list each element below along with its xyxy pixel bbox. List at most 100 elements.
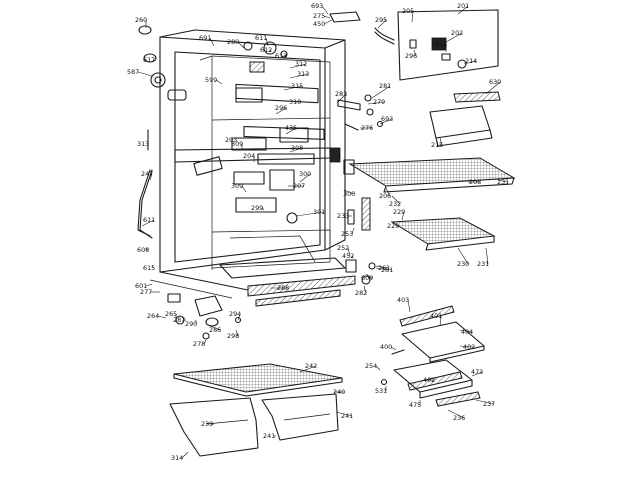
leader-line (321, 5, 329, 15)
bottom-grille (247, 275, 356, 297)
part-number-label: 241 (341, 412, 353, 420)
leader-line (459, 329, 473, 333)
pan-slide (407, 371, 463, 391)
part-number-label: 260 (135, 16, 147, 24)
part-number-label: 279 (373, 98, 385, 106)
part-number-label: 280 (227, 38, 239, 46)
part-number-label: 314 (171, 454, 183, 462)
part-number-label: 240 (333, 388, 345, 396)
part-number-label: 296 (275, 104, 287, 112)
control-box (231, 137, 267, 151)
leader-line (375, 265, 390, 269)
leader-line (351, 255, 354, 259)
pan-rail-top (399, 305, 455, 327)
part-number-label: 309 (231, 182, 243, 190)
leader-line (141, 219, 155, 227)
leader-line (411, 10, 414, 23)
leader-line (235, 329, 239, 337)
bottom-hinge (345, 259, 357, 273)
wire-shelf-2 (390, 217, 496, 245)
crisper-drawer-right (261, 393, 339, 441)
part-number-label: 203 (225, 136, 237, 144)
part-number-label: 601 (135, 282, 147, 290)
leader-line (447, 409, 465, 419)
hinge-shim (361, 197, 371, 231)
part-number-label: 315 (291, 82, 303, 90)
part-number-label: 241 (263, 432, 275, 440)
part-number-label: 312 (295, 60, 307, 68)
part-number-label: 450 (313, 20, 325, 28)
crisper-drawer-left (169, 397, 259, 457)
part-number-label: 402 (423, 376, 435, 384)
leader-line (463, 60, 477, 65)
roller (167, 293, 181, 303)
control-block (431, 37, 447, 51)
leader-line (149, 173, 153, 181)
part-number-label: 252 (337, 244, 349, 252)
part-number-label: 215 (431, 141, 443, 149)
part-number-label: 239 (201, 420, 213, 428)
evaporator-area (231, 41, 341, 224)
meat-pan-assembly (380, 305, 485, 407)
pan-support (435, 391, 481, 407)
damper-control (279, 127, 309, 143)
part-number-label: 208 (469, 178, 481, 186)
cover-bracket (329, 11, 361, 23)
part-number-label: 401 (430, 312, 442, 320)
leader-line (181, 451, 189, 459)
left-parts (137, 25, 223, 239)
leader-line (261, 207, 265, 211)
part-number-label: 201 (457, 2, 469, 10)
part-number-label: 608 (137, 246, 149, 254)
roller-bracket (194, 295, 223, 317)
fan-motor (249, 61, 265, 73)
part-number-label: 693 (311, 2, 323, 10)
leader-line (265, 37, 269, 47)
part-number-label: 313 (137, 140, 149, 148)
part-number-label: 261 (378, 264, 390, 272)
part-number-label: 275 (313, 12, 325, 20)
leader-line (375, 267, 393, 271)
part-number-label: 204 (243, 152, 255, 160)
part-number-label: 313 (297, 70, 309, 78)
part-number-label: 229 (393, 208, 405, 216)
leader-line (457, 247, 469, 265)
leader-line (367, 101, 385, 105)
part-number-label: 287 (173, 316, 185, 324)
part-number-label: 294 (229, 310, 241, 318)
leader-line (439, 137, 443, 146)
part-number-label: 587 (127, 68, 139, 76)
leader-line (203, 339, 207, 345)
callout-leaders (137, 5, 509, 459)
hinge-cluster (337, 94, 384, 285)
part-number-label: 296 (405, 52, 417, 60)
leader-line (299, 365, 317, 373)
control-panel (257, 153, 315, 165)
part-number-label: 310 (289, 98, 301, 106)
part-number-label: 531 (375, 387, 387, 395)
leader-line (289, 73, 309, 79)
leader-line (497, 179, 509, 183)
leader-line (365, 273, 373, 279)
leader-line (337, 93, 347, 103)
leader-line (379, 118, 393, 125)
part-number-label: 242 (305, 362, 317, 370)
hinge-block (329, 147, 341, 163)
leader-line (401, 211, 405, 221)
part-number-label: 278 (193, 340, 205, 348)
part-number-label: 403 (397, 296, 409, 304)
rack-tray (429, 105, 491, 139)
part-number-label: 300 (299, 170, 311, 178)
part-number-label: 301 (313, 208, 325, 216)
part-number-label: 281 (379, 82, 391, 90)
rack-rail (453, 91, 501, 103)
part-number-label: 253 (341, 230, 353, 238)
part-number-label: 232 (389, 200, 401, 208)
leader-line (413, 49, 417, 57)
leader-line (283, 85, 303, 91)
leader-line (445, 32, 463, 43)
hinge-pin (150, 72, 166, 88)
toe-grille (255, 289, 341, 307)
part-number-label: 612 (260, 46, 272, 54)
